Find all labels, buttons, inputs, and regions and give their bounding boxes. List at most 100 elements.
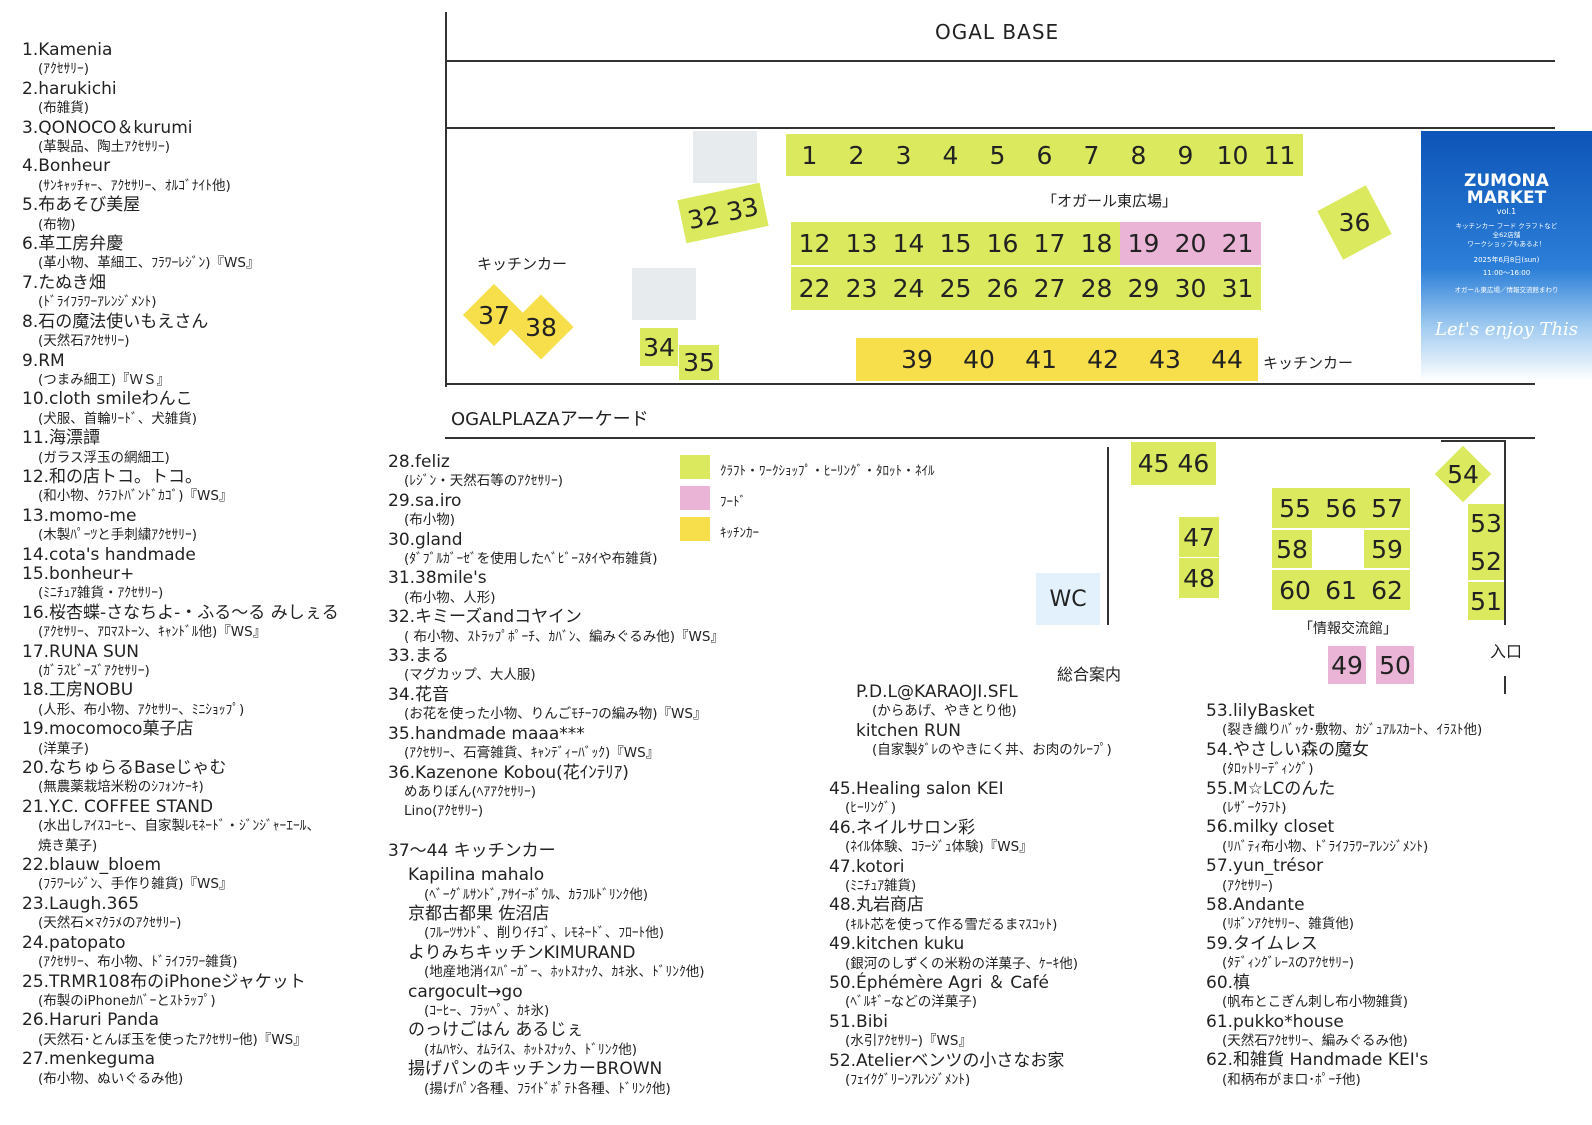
exhibitor-description: (ﾌｪｲｸｸﾞﾘｰﾝｱﾚﾝｼﾞﾒﾝﾄ): [829, 1071, 1078, 1090]
exhibitor-name: 36.Kazenone Kobou(花ｲﾝﾃﾘｱ): [388, 764, 724, 783]
booth-56[interactable]: 56: [1318, 488, 1364, 528]
booth-51[interactable]: 51: [1468, 582, 1504, 620]
booth-22[interactable]: 22: [791, 267, 838, 310]
booth-30[interactable]: 30: [1167, 267, 1214, 310]
booth-7[interactable]: 7: [1068, 134, 1115, 176]
booth-26[interactable]: 26: [979, 267, 1026, 310]
booth-53[interactable]: 53: [1468, 504, 1504, 542]
booth-13[interactable]: 13: [838, 222, 885, 265]
exhibitor-name: 7.たぬき畑: [22, 274, 339, 293]
booth-50[interactable]: 50: [1376, 646, 1414, 684]
exhibitor-name: 15.bonheur+: [22, 565, 339, 584]
booth-42[interactable]: 42: [1072, 338, 1134, 381]
booth-15[interactable]: 15: [932, 222, 979, 265]
booth-32-33[interactable]: 32 33: [677, 183, 768, 244]
booth-58[interactable]: 58: [1272, 530, 1312, 568]
exhibitor-name: 22.blauw_bloem: [22, 856, 339, 875]
booth-23[interactable]: 23: [838, 267, 885, 310]
entrance-wall-right: [1504, 440, 1506, 625]
exhibitor-name: Kapilina mahalo: [408, 866, 724, 885]
exhibitor-description: (ｱｸｾｻﾘｰ): [22, 60, 339, 79]
legend-label-kitchen: ｷｯﾁﾝｶｰ: [720, 522, 759, 541]
booth-31[interactable]: 31: [1214, 267, 1261, 310]
exhibitor-name: 58.Andante: [1206, 896, 1482, 915]
booth-6[interactable]: 6: [1021, 134, 1068, 176]
booth-18[interactable]: 18: [1073, 222, 1120, 265]
general-info-label: 総合案内: [1057, 661, 1121, 685]
booth-2[interactable]: 2: [833, 134, 880, 176]
kitchen-car-extra-list: P.D.L@KARAOJI.SFL(からあげ、やきとり他)kitchen RUN…: [856, 683, 1112, 761]
booth-12[interactable]: 12: [791, 222, 838, 265]
exhibitor-name: 50.Éphémère Agri ＆ Café: [829, 974, 1078, 993]
booth-34[interactable]: 34: [640, 328, 678, 366]
exhibitor-description: めありぼん(ﾍｱｱｸｾｻﾘｰ): [388, 783, 724, 802]
booth-45-46[interactable]: 45 46: [1131, 442, 1216, 485]
exhibitor-description: (自家製ﾀﾞﾚのやきにく丼、お肉のｸﾚｰﾌﾟ): [856, 741, 1112, 760]
event-poster: ZUMONA MARKET vol.1 キッチンカー フード クラフトなど 全6…: [1421, 131, 1592, 381]
booth-4[interactable]: 4: [927, 134, 974, 176]
exhibitor-name: 京都古都果 佐沼店: [408, 905, 724, 924]
booth-47[interactable]: 47: [1179, 517, 1219, 557]
booth-48[interactable]: 48: [1179, 558, 1219, 598]
booth-49[interactable]: 49: [1328, 646, 1366, 684]
exhibitor-name: 31.38mile's: [388, 569, 724, 588]
exhibitor-description: (ﾚｻﾞｰｸﾗﾌﾄ): [1206, 799, 1482, 818]
booth-55[interactable]: 55: [1272, 488, 1318, 528]
booth-24[interactable]: 24: [885, 267, 932, 310]
booth-54[interactable]: 54: [1443, 454, 1483, 494]
exhibitor-name: 揚げパンのキッチンカーBROWN: [408, 1060, 724, 1079]
exhibitor-description: (裂き織りﾊﾞｯｸ･敷物、ｶｼﾞｭｱﾙｽｶｰﾄ、ｲﾗｽﾄ他): [1206, 721, 1482, 740]
booth-3[interactable]: 3: [880, 134, 927, 176]
booth-29[interactable]: 29: [1120, 267, 1167, 310]
exhibitor-name: 11.海漂譚: [22, 429, 339, 448]
exhibitor-name: 33.まる: [388, 647, 724, 666]
booth-40[interactable]: 40: [948, 338, 1010, 381]
exhibitor-description: (水引ｱｸｾｻﾘｰ)『WS』: [829, 1032, 1078, 1051]
exhibitor-description: ( 布小物、ｽﾄﾗｯﾌﾟﾎﾟｰﾁ、ｶﾊﾞﾝ、編みぐるみ他)『WS』: [388, 628, 724, 647]
booth-36[interactable]: 36: [1327, 195, 1382, 250]
booth-9[interactable]: 9: [1162, 134, 1209, 176]
exhibitor-description: Lino(ｱｸｾｻﾘｰ): [388, 802, 724, 821]
base-bottom-line: [445, 60, 1555, 62]
booth-60[interactable]: 60: [1272, 570, 1318, 610]
booth-62[interactable]: 62: [1364, 570, 1410, 610]
booth-27[interactable]: 27: [1026, 267, 1073, 310]
booth-37[interactable]: 37: [472, 293, 516, 337]
poster-subtitle: キッチンカー フード クラフトなど 全62店舗 ワークショップもあるよ！: [1421, 222, 1592, 249]
booth-43[interactable]: 43: [1134, 338, 1196, 381]
booth-20[interactable]: 20: [1167, 222, 1214, 265]
exhibitor-description: (革製品、陶土ｱｸｾｻﾘｰ): [22, 138, 339, 157]
booth-17[interactable]: 17: [1026, 222, 1073, 265]
exhibitor-description: (ﾚｼﾞﾝ・天然石等のｱｸｾｻﾘｰ): [388, 472, 724, 491]
booth-52[interactable]: 52: [1468, 542, 1504, 580]
booth-11[interactable]: 11: [1256, 134, 1303, 176]
exhibitor-name: 49.kitchen kuku: [829, 935, 1078, 954]
poster-date: 2025年6月8日(sun): [1421, 255, 1592, 265]
exhibitor-name: 26.Haruri Panda: [22, 1011, 339, 1030]
exhibitor-name: 3.QONOCO＆kurumi: [22, 119, 339, 138]
booth-16[interactable]: 16: [979, 222, 1026, 265]
booth-5[interactable]: 5: [974, 134, 1021, 176]
booth-38[interactable]: 38: [518, 304, 564, 350]
exhibitor-name: 47.kotori: [829, 858, 1078, 877]
exhibitor-name: P.D.L@KARAOJI.SFL: [856, 683, 1112, 702]
booth-35[interactable]: 35: [679, 345, 719, 380]
exhibitor-description: (ﾌﾗﾜｰﾚｼﾞﾝ、手作り雑貨)『WS』: [22, 875, 339, 894]
booth-10[interactable]: 10: [1209, 134, 1256, 176]
booth-21[interactable]: 21: [1214, 222, 1261, 265]
booth-41[interactable]: 41: [1010, 338, 1072, 381]
booth-57[interactable]: 57: [1364, 488, 1410, 528]
booth-39[interactable]: 39: [886, 338, 948, 381]
booth-14[interactable]: 14: [885, 222, 932, 265]
exhibitor-description: (ﾀﾛｯﾄﾘｰﾃﾞｨﾝｸﾞ): [1206, 760, 1482, 779]
booth-25[interactable]: 25: [932, 267, 979, 310]
booth-28[interactable]: 28: [1073, 267, 1120, 310]
booth-8[interactable]: 8: [1115, 134, 1162, 176]
booth-19[interactable]: 19: [1120, 222, 1167, 265]
booth-44[interactable]: 44: [1196, 338, 1258, 381]
booth-1[interactable]: 1: [786, 134, 833, 176]
kitchen-car-list: Kapilina mahalo(ﾍﾞｰｸﾞﾙｻﾝﾄﾞ,ｱｻｲｰﾎﾞｳﾙ、ｶﾗﾌﾙ…: [388, 866, 724, 1099]
exhibitor-description: (ﾀﾃﾞｨﾝｸﾞﾚｰｽのｱｸｾｻﾘｰ): [1206, 954, 1482, 973]
booth-59[interactable]: 59: [1364, 530, 1410, 568]
booth-61[interactable]: 61: [1318, 570, 1364, 610]
